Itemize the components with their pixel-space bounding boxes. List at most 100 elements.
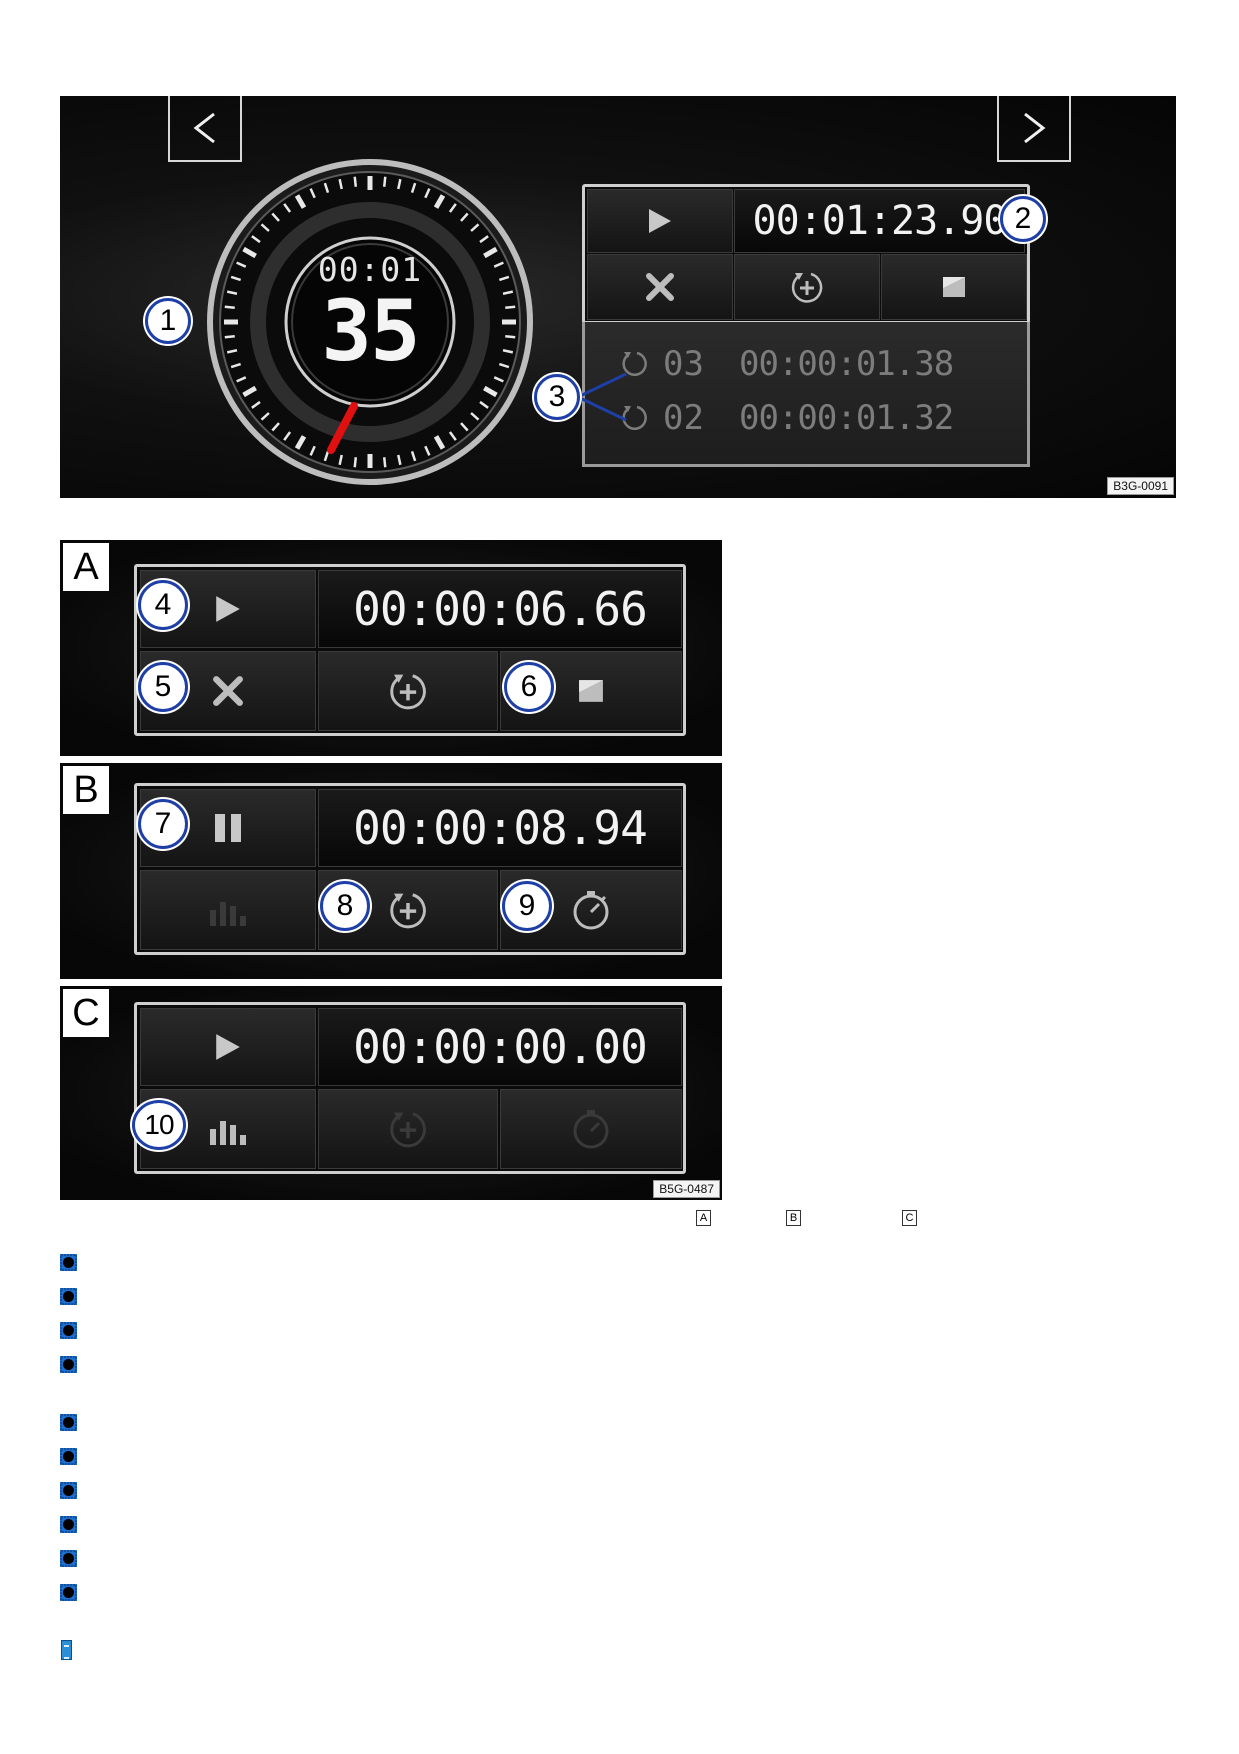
dial-tick: [502, 290, 514, 295]
callout-10: 10: [132, 1100, 186, 1150]
stopwatch-control-panel: 00:01:23.90: [582, 184, 1030, 324]
dial-tick: [236, 261, 247, 268]
lap-row: 03 00:00:01.38: [619, 344, 954, 384]
section-tag: A: [63, 543, 109, 591]
dial-tick: [498, 275, 510, 282]
dial-tick: [493, 376, 504, 383]
dial-tick: [271, 212, 280, 222]
dial-seconds-readout: 35: [321, 282, 420, 380]
dial-tick: [433, 435, 446, 450]
section-tag: C: [63, 989, 109, 1037]
bar-chart-icon: [210, 902, 246, 926]
dial-tick: [283, 203, 292, 213]
legend-letter-c: C: [902, 1210, 917, 1226]
dial-tick: [502, 349, 514, 354]
stopwatch-panel: 00:00:06.66 4 5 6: [134, 564, 686, 736]
reset-button[interactable]: [587, 254, 733, 320]
lap-number: 03: [663, 344, 704, 384]
section-c: C 00:00:00.00 10: [60, 986, 722, 1200]
lap-icon: [622, 351, 647, 376]
lap-button[interactable]: [734, 254, 880, 320]
dial-minutes-readout: 00:01: [317, 250, 423, 289]
legend-letter-a: A: [696, 1210, 711, 1226]
dial-tick: [410, 182, 417, 194]
bullet-icon: [60, 1448, 77, 1465]
lap-list: 03 00:00:01.38 02 00:00:01.32: [582, 322, 1030, 467]
lap-button[interactable]: [318, 1089, 498, 1169]
callout-3: 3: [534, 374, 580, 420]
callout-5: 5: [138, 662, 188, 712]
bullet-icon: [60, 1516, 77, 1533]
dial-tick: [242, 385, 257, 398]
dial-tick: [251, 400, 261, 409]
stopwatch-icon: [573, 1110, 609, 1149]
dial-tick: [433, 194, 446, 209]
play-icon: [216, 1034, 240, 1060]
dial-tick: [294, 194, 307, 209]
bullet-icon: [60, 1288, 77, 1305]
callout-1: 1: [145, 298, 191, 344]
callout-7: 7: [138, 799, 188, 849]
next-button[interactable]: [997, 96, 1071, 162]
dial-tick: [397, 454, 402, 466]
previous-button[interactable]: [168, 96, 242, 162]
start-button[interactable]: [140, 1008, 316, 1086]
control-grid: 00:00:06.66: [134, 564, 686, 736]
dial-tick: [460, 212, 469, 222]
section-divider: [60, 756, 722, 763]
callout-9: 9: [502, 881, 552, 931]
dial-tick: [338, 454, 343, 466]
lap-time: 00:00:01.32: [739, 398, 954, 438]
dial-tick: [382, 176, 387, 187]
stopwatch-main-figure: 00:01 35 00:01:23.90 03 00:00:01.38 02 0…: [60, 96, 1176, 498]
elapsed-time-display: 00:00:08.94: [318, 789, 682, 867]
stop-icon: [943, 277, 965, 297]
dial-tick: [353, 176, 358, 187]
bullet-icon: [60, 1254, 77, 1271]
dial-tick: [460, 422, 469, 432]
lap-row: 02 00:00:01.32: [619, 398, 954, 438]
elapsed-time-value: 00:00:06.66: [353, 582, 648, 636]
dial-tick: [479, 400, 489, 409]
callout-2: 2: [1000, 196, 1046, 242]
bullet-icon: [60, 1414, 77, 1431]
lap-plus-icon: [390, 893, 426, 929]
lap-number: 02: [663, 398, 704, 438]
dial-tick: [448, 431, 457, 441]
dial-tick: [271, 422, 280, 432]
lap-plus-icon: [791, 272, 823, 303]
bullet-icon: [60, 1584, 77, 1601]
dial-tick: [230, 362, 242, 369]
dial-tick: [260, 412, 270, 421]
dial-tick: [251, 235, 261, 244]
dial-tick: [498, 362, 510, 369]
stop-button[interactable]: [881, 254, 1027, 320]
elapsed-time-value: 00:00:00.00: [353, 1020, 648, 1074]
callout-8: 8: [320, 881, 370, 931]
dial-tick: [226, 349, 238, 354]
dial-tick: [309, 188, 316, 199]
lap-time: 00:00:01.38: [739, 344, 954, 384]
dial-tick: [493, 261, 504, 268]
play-icon: [216, 596, 240, 622]
dial-tick: [283, 431, 292, 441]
dial-tick: [309, 445, 316, 456]
start-button[interactable]: [587, 189, 733, 253]
dial-tick: [353, 457, 358, 468]
bullet-icon: [60, 1550, 77, 1567]
dial-tick: [323, 450, 330, 462]
dial-tick: [448, 203, 457, 213]
lap-plus-icon: [390, 1112, 426, 1148]
bullet-icon: [60, 1482, 77, 1499]
stop-icon: [579, 680, 603, 702]
bullet-icon: [60, 1356, 77, 1373]
statistics-button[interactable]: [140, 870, 316, 950]
stopwatch-button[interactable]: [500, 1089, 682, 1169]
lap-icon: [622, 405, 647, 430]
dial-tick: [226, 290, 238, 295]
x-icon: [646, 273, 674, 301]
stopwatch-states-figure: A 00:00:06.66 4 5 6: [60, 540, 722, 1200]
lap-button[interactable]: [318, 651, 498, 731]
dial-tick: [470, 412, 480, 421]
dial-tick: [424, 445, 431, 456]
